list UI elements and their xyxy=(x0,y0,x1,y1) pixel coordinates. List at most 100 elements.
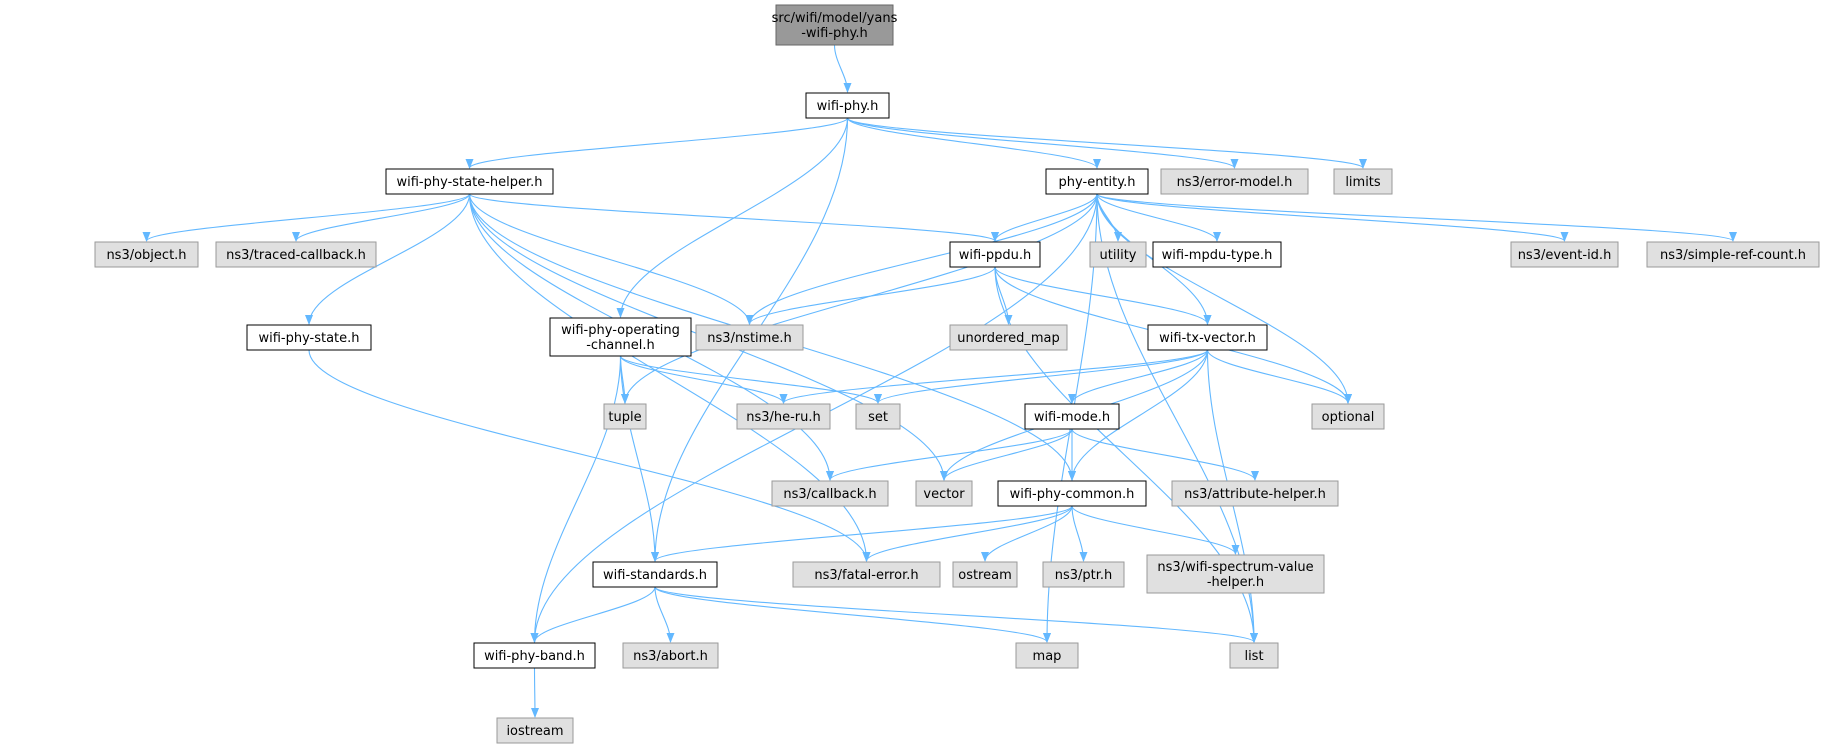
edge-wifi-phy-to-state-helper xyxy=(465,117,849,169)
node-label: wifi-phy-state-helper.h xyxy=(396,175,542,190)
edge-standards-to-phy-band xyxy=(530,586,656,643)
edge-wifi-ppdu-to-nstime xyxy=(745,266,996,325)
node-map: map xyxy=(1015,642,1079,669)
node-box xyxy=(622,642,719,669)
node-box xyxy=(952,561,1018,588)
node-box xyxy=(1015,642,1079,669)
edge-state-helper-to-fatal-error xyxy=(468,193,871,562)
edge-wifi-phy-to-error-model xyxy=(846,117,1239,169)
node-box xyxy=(1646,241,1820,268)
node-box xyxy=(1089,241,1147,268)
edge-wifi-ppdu-to-tx-vector xyxy=(994,266,1212,325)
node-phy-common[interactable]: wifi-phy-common.h xyxy=(997,480,1147,507)
node-label: set xyxy=(868,410,888,425)
edge-state-helper-to-traced-callback xyxy=(292,193,471,242)
node-label: ns3/simple-ref-count.h xyxy=(1660,248,1806,263)
edge-op-channel-to-set xyxy=(619,355,882,404)
node-box xyxy=(771,480,889,507)
node-box xyxy=(215,241,377,268)
edge-wifi-phy-to-limits xyxy=(846,117,1367,169)
node-label: -wifi-phy.h xyxy=(801,26,868,41)
edge-root-to-wifi-phy xyxy=(833,44,852,93)
node-label: ns3/ptr.h xyxy=(1055,568,1113,583)
node-box xyxy=(1024,403,1120,430)
node-box xyxy=(1045,168,1149,195)
edge-tx-vector-to-optional xyxy=(1206,349,1352,404)
edge-phy-common-to-fatal-error xyxy=(862,505,1073,562)
node-box xyxy=(1042,561,1125,588)
node-set: set xyxy=(855,403,901,430)
edge-op-channel-to-standards xyxy=(619,355,659,562)
node-phy-band[interactable]: wifi-phy-band.h xyxy=(473,642,596,669)
node-label: ns3/abort.h xyxy=(633,649,708,664)
node-label: ns3/object.h xyxy=(106,248,186,263)
node-box xyxy=(473,642,596,669)
node-vector: vector xyxy=(915,480,973,507)
node-phy-state[interactable]: wifi-phy-state.h xyxy=(246,324,372,351)
node-optional: optional xyxy=(1311,403,1385,430)
node-box xyxy=(695,324,804,351)
edge-tx-vector-to-wifi-mode xyxy=(1068,349,1209,404)
node-box xyxy=(997,480,1147,507)
node-box xyxy=(1146,554,1325,594)
node-label: wifi-tx-vector.h xyxy=(1159,331,1256,346)
node-label: phy-entity.h xyxy=(1059,175,1136,190)
node-mpdu-type[interactable]: wifi-mpdu-type.h xyxy=(1152,241,1282,268)
node-label: ns3/nstime.h xyxy=(707,331,791,346)
node-state-helper[interactable]: wifi-phy-state-helper.h xyxy=(385,168,554,195)
node-simple-ref-count: ns3/simple-ref-count.h xyxy=(1646,241,1820,268)
node-box xyxy=(949,324,1068,351)
node-label: wifi-phy-common.h xyxy=(1010,487,1135,502)
node-wifi-ppdu[interactable]: wifi-ppdu.h xyxy=(949,241,1041,268)
edge-phy-common-to-spectrum-value xyxy=(1071,505,1240,555)
node-label: wifi-mode.h xyxy=(1034,410,1110,425)
edge-standards-to-list xyxy=(654,586,1258,643)
node-object: ns3/object.h xyxy=(94,241,199,268)
node-label: ns3/callback.h xyxy=(783,487,876,502)
edge-phy-entity-to-optional xyxy=(1096,193,1352,404)
node-label: ns3/wifi-spectrum-value xyxy=(1157,560,1313,575)
node-box xyxy=(1152,241,1282,268)
edge-state-helper-to-nstime xyxy=(468,193,754,325)
node-box xyxy=(1333,168,1393,195)
edge-wifi-mode-to-attribute-helper xyxy=(1071,428,1259,481)
node-event-id: ns3/event-id.h xyxy=(1510,241,1619,268)
node-attribute-helper: ns3/attribute-helper.h xyxy=(1171,480,1339,507)
node-tx-vector[interactable]: wifi-tx-vector.h xyxy=(1147,324,1268,351)
node-box xyxy=(94,241,199,268)
node-label: wifi-phy.h xyxy=(817,99,879,114)
node-label: optional xyxy=(1322,410,1375,425)
node-ostream: ostream xyxy=(952,561,1018,588)
node-box xyxy=(592,561,718,588)
node-label: wifi-phy-state.h xyxy=(258,331,359,346)
node-standards[interactable]: wifi-standards.h xyxy=(592,561,718,588)
node-box xyxy=(855,403,901,430)
node-label: -channel.h xyxy=(586,338,655,353)
node-label: wifi-ppdu.h xyxy=(959,248,1032,263)
node-limits: limits xyxy=(1333,168,1393,195)
node-box xyxy=(949,241,1041,268)
edge-wifi-mode-to-vector xyxy=(940,428,1073,481)
node-label: utility xyxy=(1100,248,1137,263)
edge-phy-common-to-ostream xyxy=(981,505,1073,562)
node-spectrum-value: ns3/wifi-spectrum-value-helper.h xyxy=(1146,554,1325,594)
node-label: ns3/traced-callback.h xyxy=(226,248,366,263)
edge-phy-entity-to-tuple xyxy=(621,193,1098,404)
node-wifi-phy[interactable]: wifi-phy.h xyxy=(805,92,890,119)
node-op-channel[interactable]: wifi-phy-operating-channel.h xyxy=(549,317,692,357)
node-traced-callback: ns3/traced-callback.h xyxy=(215,241,377,268)
node-box xyxy=(1510,241,1619,268)
node-label: ns3/attribute-helper.h xyxy=(1184,487,1326,502)
edge-state-helper-to-wifi-ppdu xyxy=(468,193,999,242)
edge-phy-entity-to-wifi-ppdu xyxy=(991,193,1098,242)
node-box xyxy=(1147,324,1268,351)
node-wifi-mode[interactable]: wifi-mode.h xyxy=(1024,403,1120,430)
node-error-model: ns3/error-model.h xyxy=(1160,168,1309,195)
edge-phy-state-to-fatal-error xyxy=(308,349,871,562)
node-box xyxy=(1160,168,1309,195)
node-list: list xyxy=(1229,642,1279,669)
node-abort: ns3/abort.h xyxy=(622,642,719,669)
node-phy-entity[interactable]: phy-entity.h xyxy=(1045,168,1149,195)
nodes-layer: src/wifi/model/yans-wifi-phy.hwifi-phy.h… xyxy=(94,4,1820,744)
